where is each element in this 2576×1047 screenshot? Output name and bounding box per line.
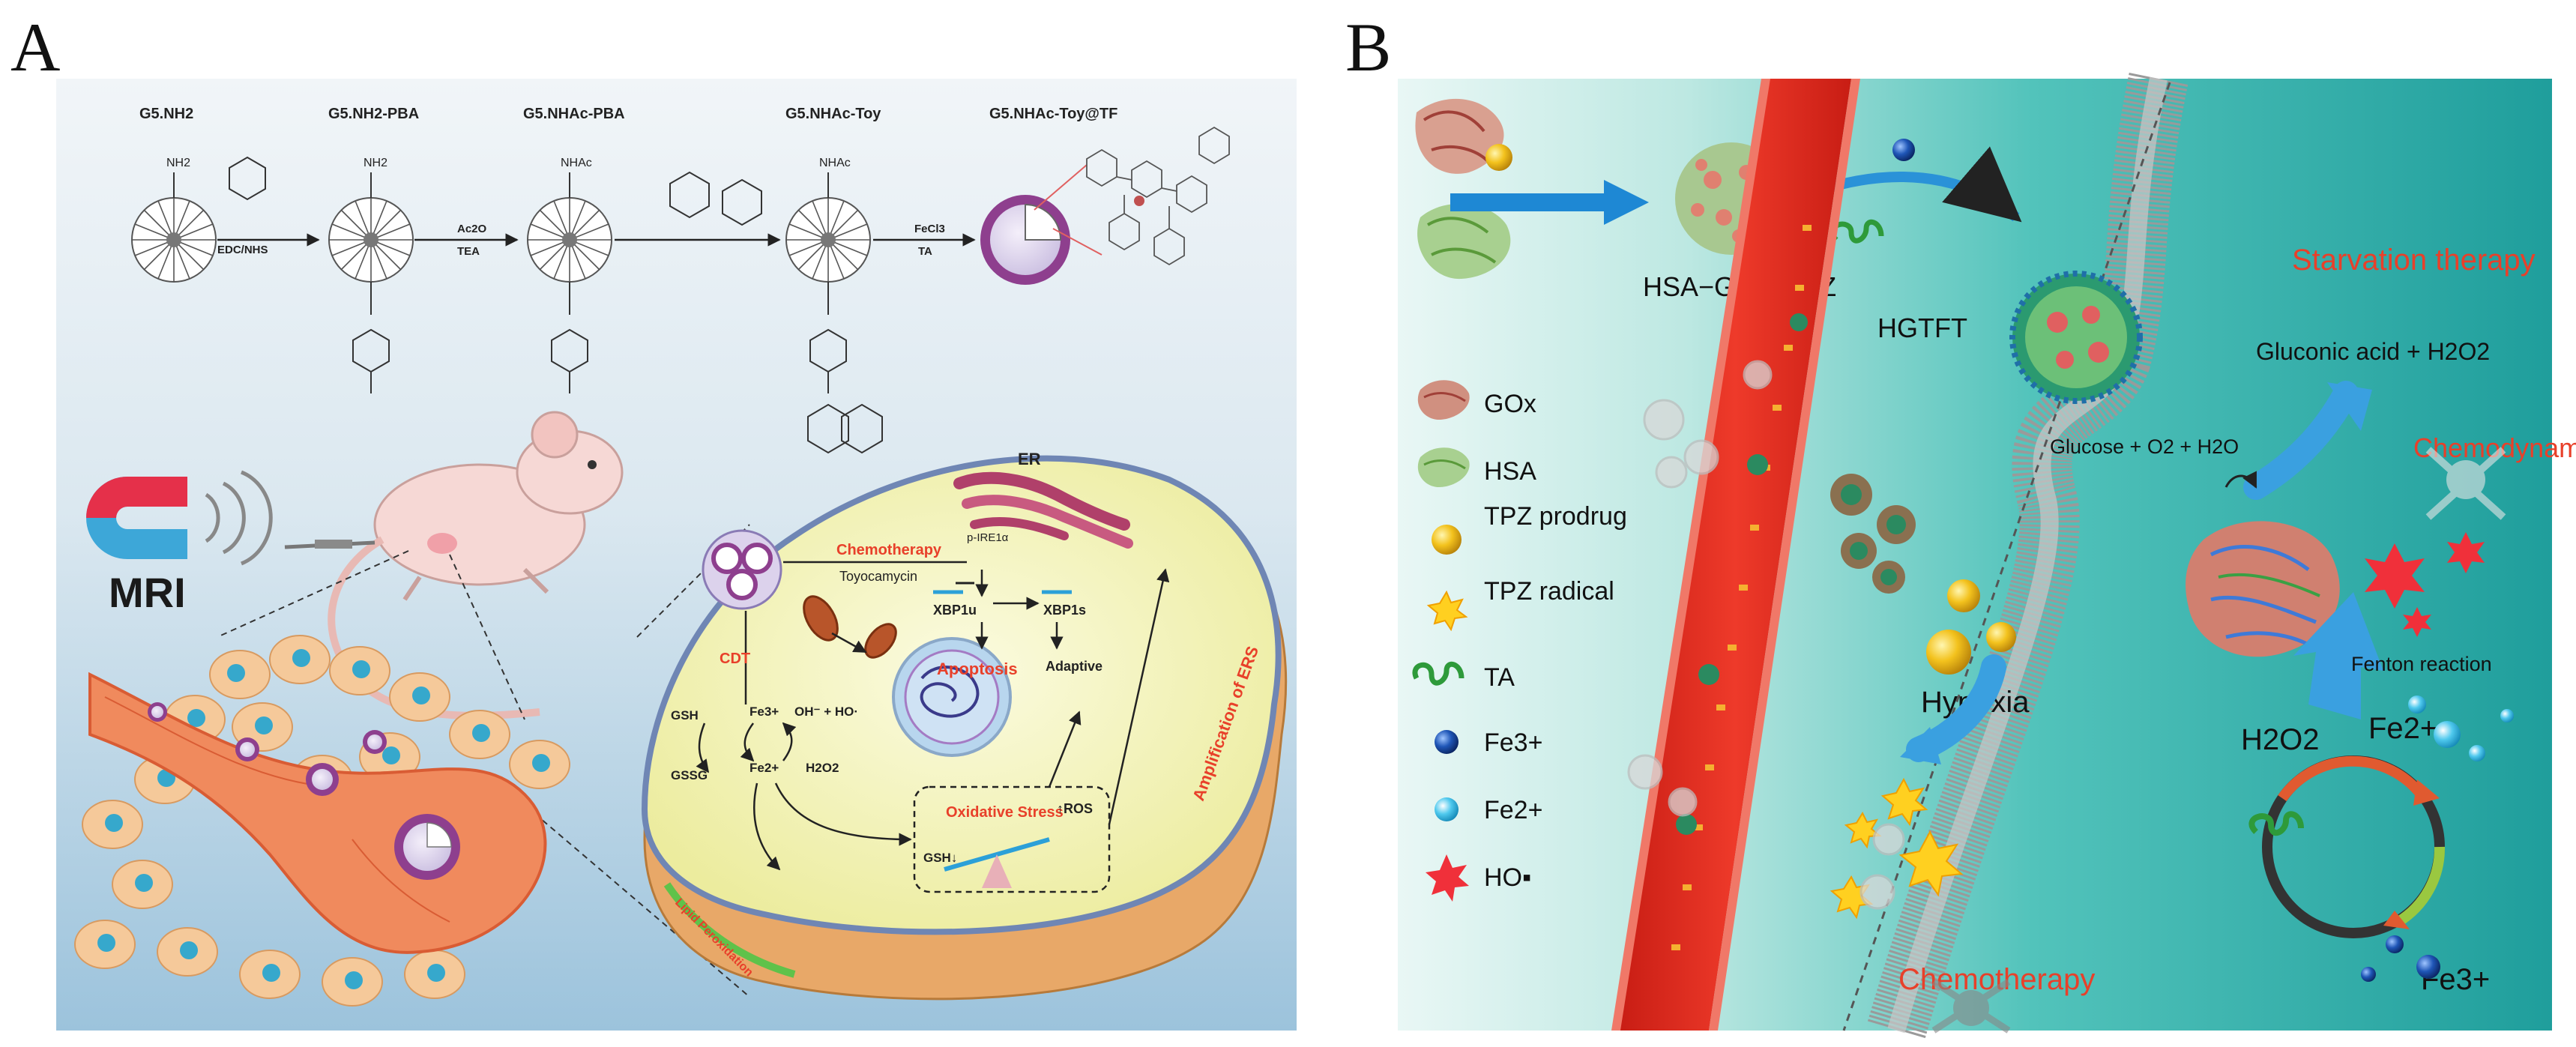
legend-tpz-prodrug-label: TPZ prodrug — [1484, 502, 1627, 531]
apoptosis-label: Apoptosis — [937, 660, 1018, 678]
hgtft-nanoparticle — [2009, 271, 2143, 404]
group-label-3: NHAc — [561, 157, 592, 169]
skull-icon-chemo — [1931, 979, 2011, 1034]
ta-coil-cycle — [2248, 811, 2304, 836]
oxidative-stress-box — [913, 785, 1111, 893]
legend-tpz-radical-label: TPZ radical — [1484, 577, 1614, 606]
pba-structures — [229, 156, 883, 454]
legend-b: GOx HSA TPZ prodrug TPZ radical TA Fe3+ … — [1412, 380, 1627, 902]
step-2-top: Ac2O — [457, 223, 487, 235]
tpz-sphere-top — [1485, 144, 1512, 171]
mouse-illustration — [284, 411, 624, 719]
dendrimer-1 — [131, 197, 217, 283]
legend-ta-icon — [1412, 661, 1465, 686]
red-blood-cells — [1627, 360, 1905, 910]
blood-vessel-a — [88, 672, 547, 954]
blue-arrow-fenton — [2293, 592, 2383, 719]
header-g5-nh2-pba: G5.NH2-PBA — [328, 106, 419, 122]
toy-tf-nanoparticle — [980, 126, 1230, 285]
legend-fe3-icon — [1435, 730, 1459, 754]
gox-protein-center — [2186, 521, 2340, 657]
oh-label: OH⁻ + HO· — [794, 704, 858, 719]
panel-b: HSA−GOx−TPZ HGTFT Starvation therapy Glu… — [1398, 72, 2576, 1040]
hgtft-label: HGTFT — [1877, 313, 1967, 343]
ho-radicals — [2365, 532, 2485, 637]
dendrimer-4 — [785, 197, 871, 283]
blue-arrow-gluconic — [2243, 381, 2359, 500]
big-blue-arrow — [1450, 180, 1649, 225]
toyocamycin-label: Toyocamycin — [839, 569, 917, 584]
group-label-2: NH2 — [364, 157, 387, 169]
panel-a: G5.NH2 G5.NH2-PBA G5.NHAc-PBA G5.NHAc-To… — [56, 79, 1297, 1031]
fe3-sphere-top — [1892, 139, 1915, 161]
panel-b-letter: B — [1345, 9, 1392, 85]
legend-ta-label: TA — [1484, 663, 1515, 692]
step-1-top: EDC/NHS — [217, 244, 268, 256]
seesaw-fulcrum — [982, 854, 1012, 888]
glucose-label: Glucose + O2 + H2O — [2050, 435, 2239, 458]
gssg-label: GSSG — [671, 768, 708, 782]
extravasation-particles — [1830, 474, 1916, 594]
er-label: ER — [1018, 450, 1041, 468]
xbp1s-label: XBP1s — [1043, 603, 1086, 618]
gsh-down-label: GSH↓ — [923, 851, 957, 865]
step-4-top: FeCl3 — [914, 223, 945, 235]
h2o2-label-b: H2O2 — [2241, 723, 2320, 756]
group-label-4: NHAc — [819, 157, 851, 169]
hsa-protein-top — [1417, 203, 1511, 280]
er-icon — [953, 471, 1133, 549]
gluconic-label: Gluconic acid + H2O2 — [2256, 338, 2490, 365]
mitochondria-icon — [803, 595, 897, 659]
legend-gox-icon — [1417, 380, 1470, 420]
fenton-cycle — [2262, 755, 2446, 938]
step-2-bottom: TEA — [457, 245, 480, 258]
legend-ho-icon — [1426, 854, 1469, 902]
legend-ho-label: HO▪ — [1484, 863, 1531, 892]
cdt-label: CDT — [720, 651, 750, 667]
header-g5-nhac-toy-tf: G5.NHAc-Toy@TF — [989, 106, 1117, 122]
legend-fe2-icon — [1435, 797, 1459, 821]
xbp1u-label: XBP1u — [933, 603, 977, 618]
panel-b-background — [1398, 79, 2552, 1031]
skull-icon-cdt — [2425, 447, 2506, 520]
fenton-label: Fenton reaction — [2351, 653, 2492, 675]
legend-fe3-label: Fe3+ — [1484, 728, 1542, 757]
dendrimer-3 — [527, 197, 612, 283]
fe2-label-a: Fe2+ — [749, 761, 779, 775]
oxidative-stress-label: Oxidative Stress — [946, 804, 1064, 821]
gox-protein-top — [1415, 98, 1504, 174]
fe3-label-a: Fe3+ — [749, 704, 779, 719]
magnet-icon — [86, 477, 187, 559]
gsh-label: GSH — [671, 708, 699, 722]
cell-nanoparticle — [702, 529, 782, 610]
lipid-peroxidation-band — [663, 882, 796, 978]
fe2-label-b: Fe2+ — [2368, 712, 2437, 745]
adaptive-label: Adaptive — [1046, 659, 1103, 674]
dashed-divider — [1842, 82, 2171, 1031]
legend-fe2-label: Fe2+ — [1484, 796, 1542, 824]
header-g5-nhac-toy: G5.NHAc-Toy — [785, 106, 881, 122]
p-ire1a-label: p-IRE1α — [967, 531, 1009, 544]
nucleus-icon — [892, 637, 1012, 757]
header-g5-nhac-pba: G5.NHAc-PBA — [523, 106, 625, 122]
starvation-label: Starvation therapy — [2292, 244, 2536, 277]
panel-a-letter: A — [10, 9, 61, 85]
legend-hsa-label: HSA — [1484, 457, 1536, 486]
ros-label: ↑ROS — [1057, 801, 1093, 816]
group-label-1: NH2 — [166, 157, 190, 169]
h2o2-label-a: H2O2 — [806, 761, 839, 775]
header-g5-nh2: G5.NH2 — [139, 106, 193, 122]
legend-gox-label: GOx — [1484, 390, 1536, 418]
chemotherapy-label-a: Chemotherapy — [836, 542, 942, 558]
step-4-bottom: TA — [918, 245, 932, 258]
legend-tpz-prodrug-icon — [1432, 525, 1462, 555]
dendrimer-2 — [328, 197, 414, 283]
legend-tpz-radical-icon — [1426, 590, 1468, 632]
legend-hsa-icon — [1417, 447, 1470, 487]
mri-label: MRI — [109, 569, 186, 616]
